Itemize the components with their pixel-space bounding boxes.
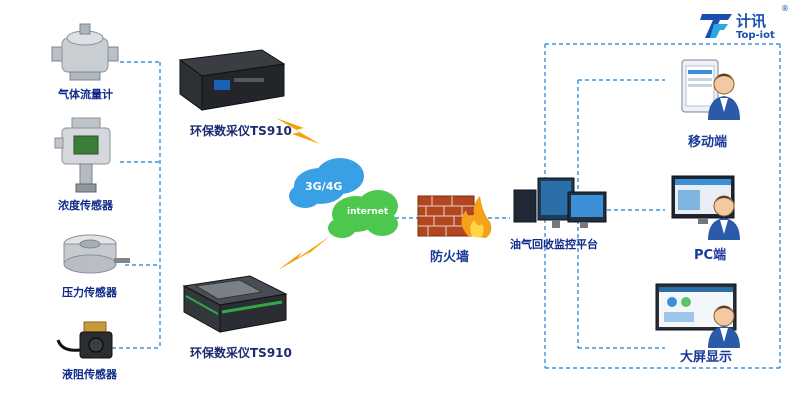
gas-flowmeter-icon xyxy=(51,23,119,81)
user-avatar-big-screen-icon xyxy=(708,305,740,348)
cloud-icon xyxy=(289,158,398,238)
liquid-resistance-sensor-icon xyxy=(56,321,113,359)
firewall-label: 防火墙 xyxy=(430,250,470,265)
user-avatar-pc-icon xyxy=(708,195,740,240)
brand-name-en: Top-iot xyxy=(736,30,775,41)
brand-name-cn: 计讯 xyxy=(736,12,767,30)
sensor-bus-lines xyxy=(112,61,161,349)
client-label-mobile: 移动端 xyxy=(688,135,728,150)
user-avatar-mobile-icon xyxy=(708,73,740,120)
platform-screens-icon xyxy=(513,177,607,228)
wireless-link-bottom-icon xyxy=(278,236,330,270)
firewall-icon xyxy=(417,195,492,238)
client-label-big-screen: 大屏显示 xyxy=(680,350,733,365)
mobile-client-icon xyxy=(681,59,719,113)
device-label-bottom: 环保数采仪TS910 xyxy=(190,346,292,360)
ts910-device-bottom-icon xyxy=(182,275,288,333)
platform-label: 油气回收监控平台 xyxy=(510,238,598,251)
device-label-top: 环保数采仪TS910 xyxy=(190,124,292,138)
pressure-sensor-icon xyxy=(63,234,130,274)
concentration-sensor-icon xyxy=(54,117,111,193)
brand-logo-icon xyxy=(700,14,732,38)
wireless-link-top-icon xyxy=(276,118,320,144)
cloud-label-3g4g: 3G/4G xyxy=(305,180,343,193)
brand-registered-mark: ® xyxy=(781,4,789,13)
ts910-device-top-icon xyxy=(178,49,286,111)
sensor-label-liquid-resistance: 液阻传感器 xyxy=(62,368,117,381)
sensor-label-concentration: 浓度传感器 xyxy=(58,199,113,212)
cloud-label-internet: internet xyxy=(347,207,389,217)
sensor-label-pressure: 压力传感器 xyxy=(62,286,117,299)
sensor-label-gas-flowmeter: 气体流量计 xyxy=(58,88,113,101)
client-label-pc: PC端 xyxy=(694,248,727,263)
